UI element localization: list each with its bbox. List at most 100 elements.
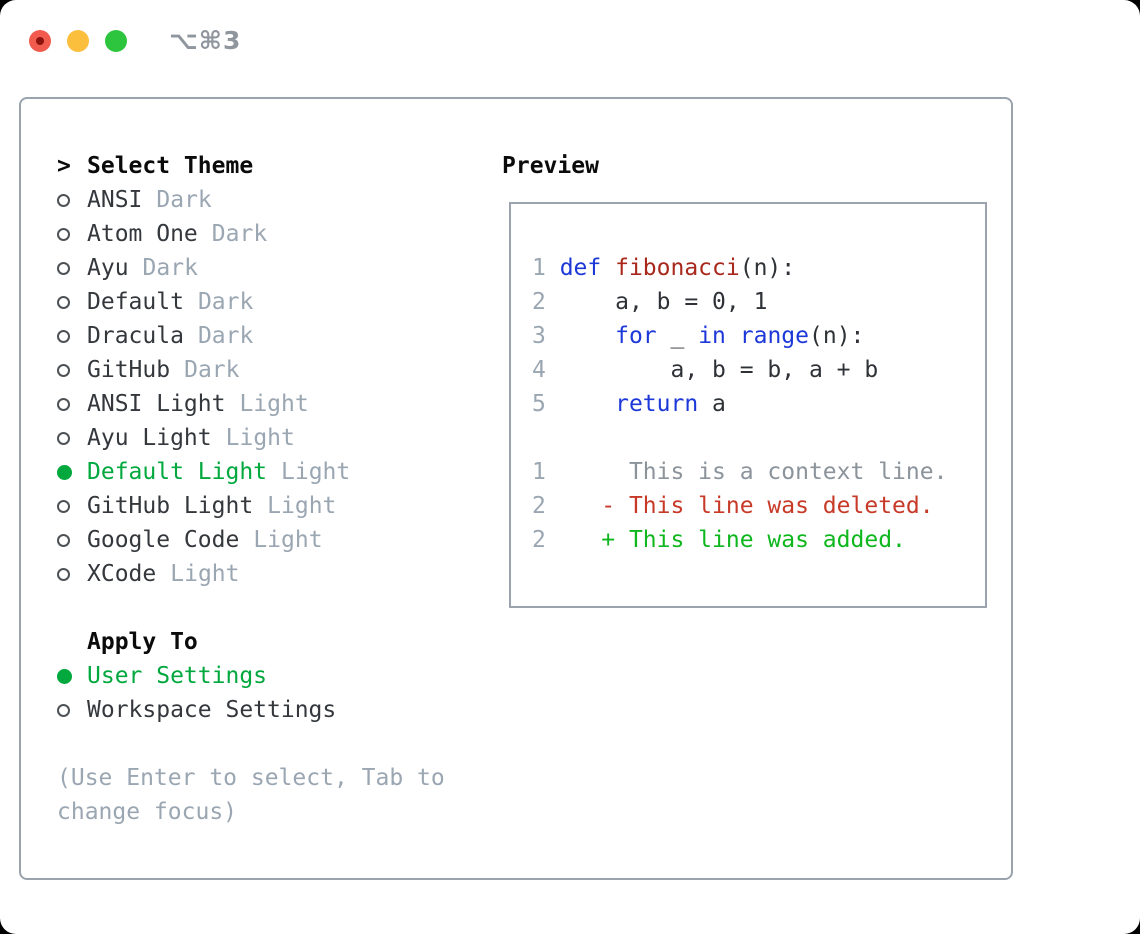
code-token: - This line was deleted. bbox=[559, 493, 934, 519]
radio-cell bbox=[57, 668, 87, 684]
radio-icon[interactable] bbox=[57, 329, 70, 343]
minimize-button-icon[interactable] bbox=[67, 29, 89, 52]
theme-variant: Dark bbox=[197, 289, 254, 315]
spacer bbox=[57, 591, 502, 625]
apply-option[interactable]: User Settings bbox=[57, 659, 502, 693]
radio-cell bbox=[57, 193, 87, 207]
radio-icon[interactable] bbox=[57, 499, 70, 513]
theme-name: GitHub Light bbox=[87, 493, 254, 519]
theme-option[interactable]: Ayu Dark bbox=[57, 251, 502, 285]
theme-variant: Light bbox=[239, 391, 309, 417]
code-line: 2 + This line was added. bbox=[532, 523, 985, 557]
theme-variant: Light bbox=[253, 527, 323, 553]
code-line: 5 return a bbox=[532, 387, 985, 421]
radio-icon[interactable] bbox=[57, 431, 70, 445]
radio-cell bbox=[57, 397, 87, 411]
theme-variant: Dark bbox=[197, 323, 254, 349]
preview-column: Preview 1 def fibonacci(n):2 a, b = 0, 1… bbox=[502, 99, 1011, 878]
apply-to-title: Apply To bbox=[87, 629, 198, 655]
radio-icon[interactable] bbox=[57, 363, 70, 377]
code-line: 4 a, b = b, a + b bbox=[532, 353, 985, 387]
radio-icon[interactable] bbox=[57, 193, 70, 207]
apply-option[interactable]: Workspace Settings bbox=[57, 693, 502, 727]
theme-name: Dracula bbox=[87, 323, 184, 349]
radio-cell bbox=[57, 567, 87, 581]
theme-name: Default bbox=[87, 289, 184, 315]
radio-icon[interactable] bbox=[57, 261, 70, 275]
code-token: a, b = b, a + b bbox=[559, 357, 879, 383]
radio-icon[interactable] bbox=[57, 703, 70, 717]
theme-option[interactable]: ANSI Light Light bbox=[57, 387, 502, 421]
zoom-button-icon[interactable] bbox=[105, 29, 127, 52]
theme-variant: Dark bbox=[156, 187, 212, 213]
radio-selected-icon[interactable] bbox=[57, 668, 72, 684]
radio-cell bbox=[57, 329, 87, 343]
line-number: 2 bbox=[532, 289, 560, 315]
apply-option-label: User Settings bbox=[87, 663, 268, 689]
radio-icon[interactable] bbox=[57, 533, 70, 547]
radio-cell bbox=[57, 533, 87, 547]
code-line: 1 This is a context line. bbox=[532, 455, 985, 489]
code-line: 3 for _ in range(n): bbox=[532, 319, 985, 353]
theme-name: Ayu Light bbox=[87, 425, 212, 451]
radio-cell bbox=[57, 464, 87, 480]
line-number: 2 bbox=[532, 493, 560, 519]
radio-icon[interactable] bbox=[57, 397, 70, 411]
focus-caret-icon: > bbox=[57, 153, 71, 179]
line-number: 2 bbox=[532, 527, 560, 553]
theme-option[interactable]: Default Light Light bbox=[57, 455, 502, 489]
theme-name: ANSI Light bbox=[87, 391, 226, 417]
theme-name: Google Code bbox=[87, 527, 240, 553]
code-token: for bbox=[615, 323, 657, 349]
theme-option[interactable]: Dracula Dark bbox=[57, 319, 502, 353]
radio-cell bbox=[57, 499, 87, 513]
close-button-icon[interactable] bbox=[29, 29, 51, 52]
code-token bbox=[726, 323, 740, 349]
code-token bbox=[560, 323, 615, 349]
radio-cell bbox=[57, 261, 87, 275]
line-number: 3 bbox=[532, 323, 560, 349]
theme-variant: Light bbox=[225, 425, 295, 451]
code-token bbox=[560, 391, 615, 417]
theme-variant: Light bbox=[170, 561, 240, 587]
apply-to-header: Apply To bbox=[57, 625, 502, 659]
radio-selected-icon[interactable] bbox=[57, 464, 72, 480]
line-number: 1 bbox=[532, 459, 560, 485]
theme-variant: Light bbox=[281, 459, 351, 485]
window-shortcut-label: ⌥⌘3 bbox=[169, 26, 242, 55]
spacer bbox=[57, 727, 502, 761]
theme-variant: Dark bbox=[142, 255, 198, 281]
theme-option[interactable]: Google Code Light bbox=[57, 523, 502, 557]
hint-text: (Use Enter to select, Tab to change focu… bbox=[57, 765, 445, 825]
theme-option[interactable]: Default Dark bbox=[57, 285, 502, 319]
preview-title: Preview bbox=[502, 153, 599, 179]
radio-icon[interactable] bbox=[57, 295, 70, 309]
line-number: 5 bbox=[532, 391, 560, 417]
radio-cell bbox=[57, 227, 87, 241]
code-line: 1 def fibonacci(n): bbox=[532, 251, 985, 285]
theme-name: Atom One bbox=[87, 221, 198, 247]
select-theme-header: > Select Theme bbox=[57, 149, 502, 183]
code-token: def bbox=[559, 255, 616, 281]
code-token: (n): bbox=[739, 255, 796, 281]
code-line: 2 - This line was deleted. bbox=[532, 489, 985, 523]
theme-name: Ayu bbox=[87, 255, 129, 281]
theme-name: Default Light bbox=[87, 459, 268, 485]
code-token: range bbox=[739, 323, 809, 349]
radio-icon[interactable] bbox=[57, 567, 70, 581]
radio-cell bbox=[57, 363, 87, 377]
line-number: 4 bbox=[532, 357, 560, 383]
radio-icon[interactable] bbox=[57, 227, 70, 241]
line-number bbox=[532, 425, 560, 451]
code-line bbox=[532, 421, 985, 455]
theme-option[interactable]: Ayu Light Light bbox=[57, 421, 502, 455]
